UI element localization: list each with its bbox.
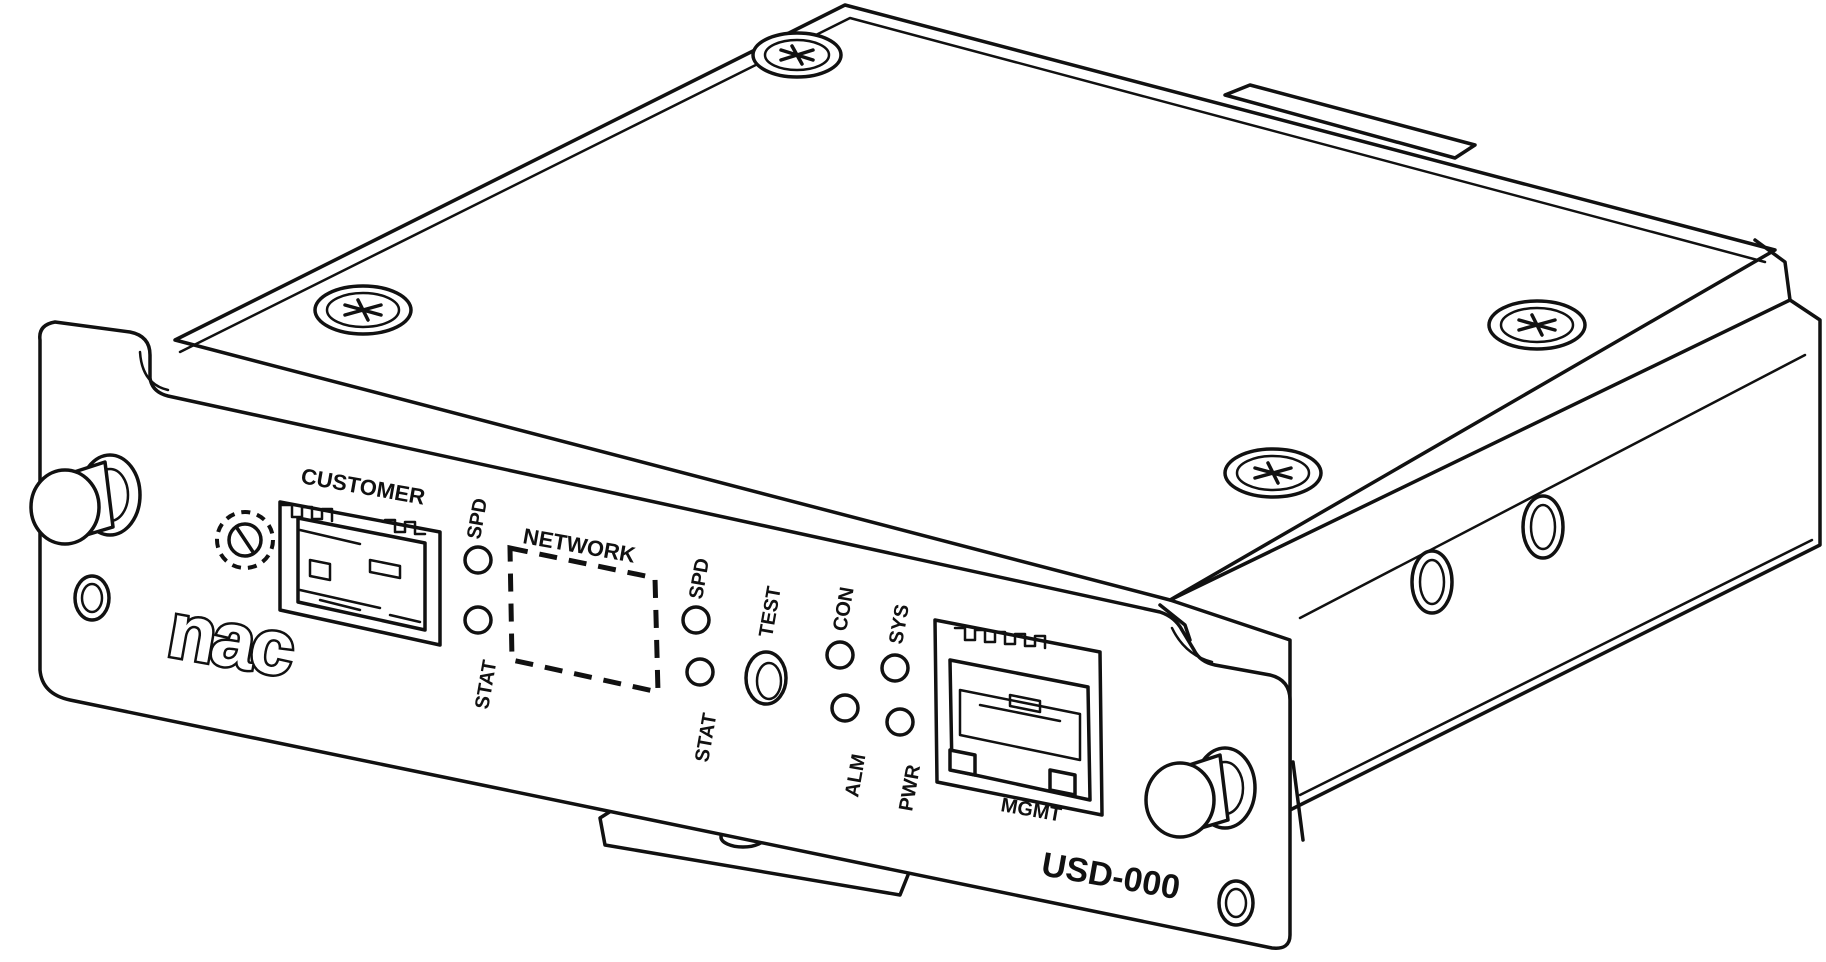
side-hole-1 bbox=[1410, 549, 1454, 615]
rotary-switch-icon bbox=[215, 510, 275, 570]
panel-hole-left bbox=[73, 574, 111, 622]
side-hole-2 bbox=[1521, 494, 1565, 560]
led-icon bbox=[463, 605, 493, 635]
mgmt-port[interactable] bbox=[933, 618, 1104, 817]
phillips-screw-icon bbox=[1223, 447, 1323, 499]
lid-inner-edge bbox=[178, 16, 1767, 354]
customer-sfp-port[interactable] bbox=[278, 500, 442, 647]
phillips-screw-icon bbox=[751, 31, 843, 79]
network-port-dashed bbox=[507, 544, 661, 696]
front-flange-right bbox=[1158, 603, 1192, 642]
thumbscrew-icon bbox=[1144, 746, 1257, 839]
rear-stub bbox=[1291, 760, 1305, 842]
led-icon bbox=[463, 545, 493, 575]
thumbscrew-icon bbox=[29, 453, 142, 546]
led-icon bbox=[681, 605, 711, 635]
led-icon bbox=[825, 640, 855, 670]
panel-hole-right bbox=[1217, 879, 1255, 927]
rear-lip bbox=[1753, 238, 1792, 302]
led-icon bbox=[830, 693, 860, 723]
led-icon bbox=[885, 707, 915, 737]
side-wall-edge bbox=[1298, 353, 1807, 620]
phillips-screw-icon bbox=[313, 284, 413, 336]
phillips-screw-icon bbox=[1487, 299, 1587, 351]
led-icon bbox=[880, 653, 910, 683]
chassis bbox=[173, 3, 1822, 842]
side-wall-bottom-edge bbox=[1298, 538, 1814, 797]
rear-tab bbox=[1223, 83, 1477, 160]
led-icon bbox=[685, 657, 715, 687]
lid-screws bbox=[313, 31, 1587, 499]
network-port-outline bbox=[507, 544, 661, 696]
test-button-icon[interactable] bbox=[744, 650, 788, 706]
